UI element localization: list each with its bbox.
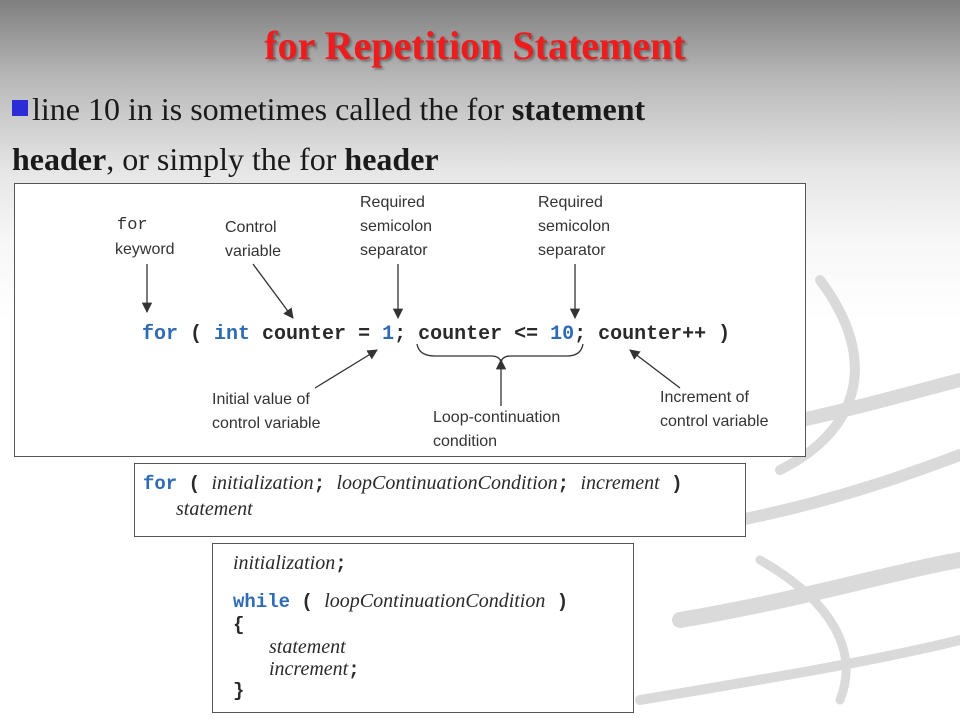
label-keyword: keyword bbox=[115, 241, 175, 258]
label-loop-continuation: Loop-continuation condition bbox=[433, 409, 561, 450]
arrow-initial-value bbox=[314, 349, 378, 389]
for-general-line-1: for ( initialization; loopContinuationCo… bbox=[143, 472, 683, 495]
while-equivalent-form: initialization; while ( loopContinuation… bbox=[212, 543, 634, 713]
while-line-statement: statement bbox=[269, 636, 346, 658]
for-header-diagram: for keyword Control variable Required se… bbox=[14, 183, 806, 457]
for-general-line-2: statement bbox=[176, 498, 253, 520]
bullet-bold-header-2: header bbox=[344, 141, 439, 177]
while-line-close-brace: } bbox=[233, 680, 245, 702]
for-header-code: for ( int counter = 1; counter <= 10; co… bbox=[142, 323, 731, 346]
while-line-open-brace: { bbox=[233, 614, 245, 636]
label-increment: Increment of control variable bbox=[660, 389, 769, 430]
label-initial-value: Initial value of control variable bbox=[212, 391, 321, 432]
label-required-semicolon-2: Required semicolon separator bbox=[538, 194, 611, 259]
while-line-header: while ( loopContinuationCondition ) bbox=[233, 590, 569, 613]
label-for-keyword: for bbox=[117, 216, 148, 235]
diagram-arrows bbox=[141, 263, 681, 406]
bullet-text-part-1: line 10 in is sometimes called the for bbox=[32, 91, 512, 127]
bullet-bold-header: header bbox=[12, 141, 107, 177]
square-bullet-icon bbox=[12, 100, 28, 116]
bullet-paragraph: line 10 in is sometimes called the for s… bbox=[12, 84, 912, 184]
for-general-form: for ( initialization; loopContinuationCo… bbox=[134, 463, 746, 537]
bullet-bold-statement: statement bbox=[511, 91, 646, 127]
loop-condition-brace bbox=[416, 343, 584, 365]
slide-title: for Repetition Statement bbox=[264, 23, 686, 68]
arrow-control-variable bbox=[252, 263, 294, 319]
while-line-increment: increment; bbox=[269, 658, 360, 681]
bullet-text-part-2: , or simply the for bbox=[106, 141, 345, 177]
while-line-init: initialization; bbox=[233, 552, 347, 575]
label-control-variable: Control variable bbox=[225, 219, 282, 260]
label-required-semicolon-1: Required semicolon separator bbox=[360, 194, 433, 259]
arrow-increment bbox=[629, 349, 681, 389]
